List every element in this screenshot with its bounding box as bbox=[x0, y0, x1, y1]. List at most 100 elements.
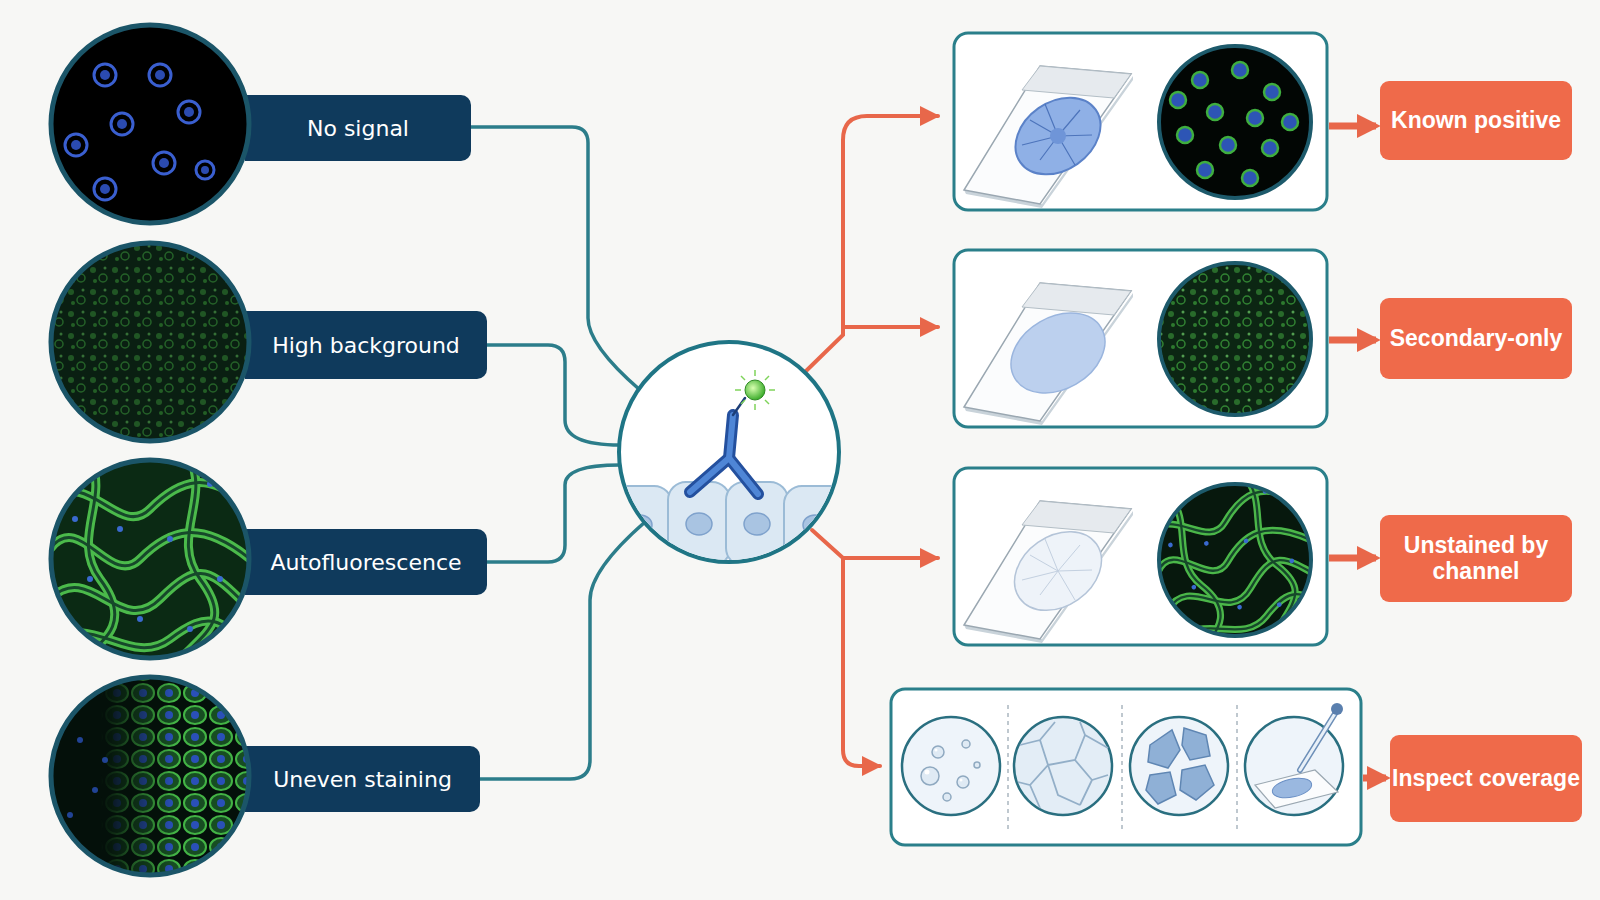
coverage-bubbles bbox=[902, 717, 1000, 815]
micrograph-uneven-staining bbox=[51, 677, 249, 875]
node-text: Inspect coverage bbox=[1392, 766, 1580, 791]
coverage-detached-tissue bbox=[1146, 772, 1176, 804]
micrograph-high-background bbox=[51, 243, 249, 441]
slide-known-positive bbox=[1050, 128, 1066, 144]
antibody-circle bbox=[765, 400, 769, 404]
coverage-bubbles bbox=[974, 762, 980, 768]
coverage-detached-tissue bbox=[1130, 717, 1228, 815]
coverage-dried-cracks bbox=[1018, 722, 1108, 808]
micrograph-autofluorescence bbox=[51, 460, 249, 658]
micrograph-known-positive bbox=[1170, 62, 1298, 186]
antibody-circle bbox=[784, 486, 854, 566]
micrograph-no-signal bbox=[184, 107, 194, 117]
control-panel bbox=[891, 689, 1361, 845]
antibody-circle bbox=[754, 404, 756, 410]
micrograph-known-positive bbox=[1207, 104, 1223, 120]
slide-unstained bbox=[1022, 539, 1092, 600]
node-text: High background bbox=[272, 333, 460, 358]
micrograph-no-signal bbox=[51, 25, 249, 223]
micrograph-uneven-staining bbox=[92, 787, 98, 793]
micrograph-high-background bbox=[51, 243, 249, 441]
slide-known-positive bbox=[1022, 104, 1092, 165]
micrograph-uneven-staining bbox=[51, 677, 249, 875]
control-label: Secondary-only bbox=[1380, 298, 1572, 379]
coverage-bubbles bbox=[902, 717, 1000, 815]
symptom-label: High background bbox=[245, 311, 487, 379]
node-text: Known positive bbox=[1391, 108, 1561, 133]
antibody-circle bbox=[741, 376, 745, 380]
micrograph-uneven-staining bbox=[102, 757, 108, 763]
teal-connector bbox=[471, 127, 640, 390]
micrograph-autofluorescence bbox=[50, 459, 250, 659]
slide-secondary-only bbox=[997, 297, 1120, 409]
coverage-pipette bbox=[1271, 775, 1314, 801]
node-text: Secondary-only bbox=[1390, 326, 1563, 351]
orange-connector bbox=[843, 558, 880, 766]
result-arrow bbox=[1329, 337, 1376, 344]
antibody-circle bbox=[729, 458, 758, 494]
coverage-separator bbox=[1007, 705, 1009, 830]
micrograph-uneven-staining bbox=[67, 737, 108, 818]
micrograph-known-positive bbox=[1232, 62, 1248, 78]
teal-connector bbox=[480, 522, 645, 779]
micrograph-known-positive bbox=[1170, 92, 1186, 108]
teal-connector bbox=[487, 345, 620, 445]
micrograph-no-signal bbox=[94, 64, 116, 86]
node-text: Autofluorescence bbox=[270, 550, 461, 575]
coverage-bubbles bbox=[957, 776, 969, 788]
antibody-circle bbox=[600, 486, 672, 566]
micrograph-no-signal bbox=[201, 166, 209, 174]
micrograph-no-signal bbox=[100, 184, 110, 194]
antibody-circle bbox=[803, 515, 827, 535]
slide-unstained bbox=[1022, 539, 1092, 600]
coverage-detached-tissue bbox=[1182, 728, 1210, 760]
micrograph-known-positive bbox=[1242, 170, 1258, 186]
antibody-circle bbox=[668, 482, 730, 566]
antibody-circle bbox=[754, 370, 756, 376]
coverage-bubbles bbox=[925, 770, 930, 775]
teal-connector bbox=[487, 465, 620, 562]
coverage-separator bbox=[1008, 705, 1237, 830]
micrograph-autofluorescence bbox=[50, 459, 250, 659]
slide-known-positive bbox=[1022, 104, 1092, 165]
micrograph-no-signal bbox=[155, 70, 165, 80]
micrograph-known-positive bbox=[1159, 46, 1311, 198]
coverage-dried-cracks bbox=[1014, 717, 1112, 815]
micrograph-high-background bbox=[51, 243, 249, 441]
result-arrow bbox=[1329, 123, 1376, 130]
coverage-bubbles bbox=[960, 779, 963, 782]
micrograph-known-positive bbox=[1197, 162, 1213, 178]
coverage-pipette bbox=[1245, 717, 1343, 815]
antibody-circle bbox=[745, 380, 765, 400]
slide-unstained bbox=[999, 515, 1116, 626]
micrograph-unstained bbox=[1139, 464, 1330, 655]
micrograph-known-positive bbox=[1192, 72, 1208, 88]
control-label: Inspect coverage bbox=[1390, 735, 1582, 822]
control-panel bbox=[954, 33, 1327, 210]
micrograph-no-signal bbox=[65, 64, 214, 200]
micrograph-secondary-only bbox=[1155, 259, 1315, 419]
antibody-circle bbox=[769, 389, 775, 391]
antibody-circle bbox=[690, 415, 733, 492]
antibody-circle bbox=[741, 400, 745, 404]
micrograph-no-signal bbox=[94, 178, 116, 200]
micrograph-no-signal bbox=[196, 161, 214, 179]
coverage-pipette bbox=[1300, 712, 1336, 770]
node-text: Uneven staining bbox=[273, 767, 452, 792]
micrograph-known-positive bbox=[1264, 84, 1280, 100]
micrograph-high-background bbox=[51, 243, 249, 441]
control-label: Unstained by channel bbox=[1380, 515, 1572, 602]
micrograph-secondary-only bbox=[1155, 259, 1315, 419]
micrograph-known-positive bbox=[1177, 127, 1193, 143]
coverage-bubbles bbox=[935, 749, 938, 752]
orange-connector bbox=[843, 325, 938, 329]
coverage-pipette bbox=[1255, 770, 1338, 808]
micrograph-unstained bbox=[1159, 484, 1311, 636]
control-panel bbox=[954, 250, 1327, 427]
micrograph-no-signal bbox=[117, 119, 127, 129]
result-arrow bbox=[1363, 775, 1386, 782]
node-text: No signal bbox=[307, 116, 409, 141]
slide-known-positive bbox=[964, 66, 1133, 208]
